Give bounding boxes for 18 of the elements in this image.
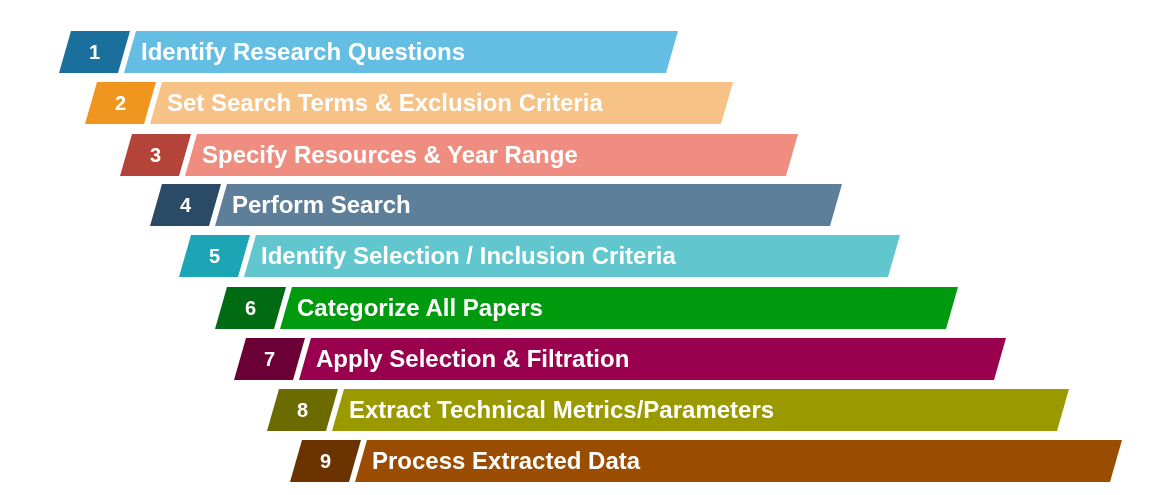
step-number: 5 <box>208 244 221 268</box>
step-title: Perform Search <box>232 191 411 219</box>
step-number: 4 <box>179 193 192 217</box>
step-title: Identify Research Questions <box>141 38 466 66</box>
step-title: Set Search Terms & Exclusion Criteria <box>167 89 603 117</box>
step-title: Process Extracted Data <box>372 447 641 475</box>
step-number: 2 <box>114 91 127 115</box>
step-title: Apply Selection & Filtration <box>316 345 630 373</box>
step-title: Extract Technical Metrics/Parameters <box>349 396 775 424</box>
step-number: 6 <box>244 296 257 320</box>
step-title: Specify Resources & Year Range <box>202 141 578 169</box>
step-number: 7 <box>263 347 276 371</box>
step-number: 8 <box>296 398 309 422</box>
step-title: Categorize All Papers <box>297 294 543 322</box>
step-title: Identify Selection / Inclusion Criteria <box>261 242 676 270</box>
step-number: 3 <box>149 143 162 167</box>
step-number: 1 <box>88 40 101 64</box>
step-number: 9 <box>319 449 332 473</box>
